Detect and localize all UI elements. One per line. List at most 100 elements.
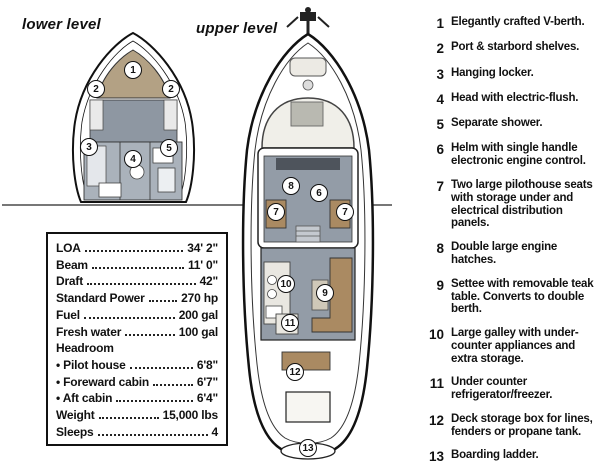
- legend-text: Helm with single handle electronic engin…: [451, 142, 586, 168]
- marker-4: 4: [124, 150, 142, 168]
- marker-5: 5: [160, 139, 178, 157]
- legend-number: 4: [436, 91, 444, 107]
- legend-item-9: 9 Settee with removable teak table. Conv…: [424, 278, 602, 317]
- marker-6: 6: [310, 184, 328, 202]
- marker-3: 3: [80, 138, 98, 156]
- marker-10: 10: [277, 275, 295, 293]
- spec-label: Sleeps: [56, 424, 94, 439]
- legend-item-5: 5 Separate shower.: [424, 117, 602, 132]
- legend-item-6: 6 Helm with single handle electronic eng…: [424, 142, 602, 168]
- legend-text: Settee with removable teak table. Conver…: [451, 277, 594, 316]
- spec-value: 6'7": [196, 374, 218, 389]
- spec-value: 34' 2": [187, 241, 218, 255]
- marker-2-port: 2: [87, 80, 105, 98]
- spec-label: Beam: [56, 257, 88, 272]
- marker-7-port: 7: [267, 203, 285, 221]
- spec-leader-dots: [153, 383, 193, 386]
- spec-label: Fresh water: [56, 324, 122, 339]
- spec-row-beam: Beam 11' 0": [56, 258, 218, 272]
- legend-item-7: 7 Two large pilothouse seats with storag…: [424, 179, 602, 231]
- spec-leader-dots: [91, 266, 184, 269]
- legend-number: 6: [436, 142, 444, 158]
- spec-leader-dots: [87, 283, 196, 286]
- spec-row-pilot-house: • Pilot house 6'8": [56, 358, 218, 372]
- legend-item-13: 13 Boarding ladder.: [424, 449, 602, 464]
- spec-value: 270 hp: [181, 291, 218, 306]
- spec-leader-dots: [148, 300, 178, 303]
- spec-leader-dots: [129, 367, 193, 370]
- legend-text: Two large pilothouse seats with storage …: [451, 178, 593, 230]
- legend-number: 13: [428, 449, 444, 465]
- legend-text: Hanging locker.: [451, 66, 534, 79]
- spec-value: 100 gal: [178, 324, 218, 339]
- legend-number: 1: [436, 16, 444, 31]
- spec-label: Draft: [56, 274, 84, 289]
- spec-label: • Pilot house: [56, 358, 126, 373]
- legend-number: 11: [429, 376, 444, 392]
- legend-number: 7: [436, 178, 444, 194]
- legend-item-4: 4 Head with electric-flush.: [424, 92, 602, 107]
- spec-label: Headroom: [56, 341, 114, 356]
- spec-value: 15,000 lbs: [162, 408, 219, 423]
- marker-9: 9: [316, 284, 334, 302]
- legend-number: 10: [428, 327, 444, 343]
- spec-value: 4: [211, 424, 219, 439]
- lower-level-title: lower level: [22, 16, 101, 33]
- legend-text: Boarding ladder.: [451, 449, 539, 462]
- spec-row-loa: LOA 34' 2": [56, 241, 218, 255]
- spec-leader-dots: [98, 417, 159, 420]
- legend-text: Large galley with under-counter applianc…: [451, 327, 579, 365]
- spec-row-fresh-water: Fresh water 100 gal: [56, 325, 218, 339]
- legend-number: 3: [436, 66, 444, 82]
- spec-label: Standard Power: [56, 291, 145, 306]
- spec-label: Weight: [56, 408, 95, 423]
- spec-row-foreward-cabin: • Foreward cabin 6'7": [56, 375, 218, 389]
- upper-level-boat: [241, 7, 375, 460]
- spec-row-sleeps: Sleeps 4: [56, 425, 218, 439]
- spec-value: 6'4": [196, 391, 218, 406]
- spec-row-draft: Draft 42": [56, 274, 218, 288]
- legend-list: 1 Elegantly crafted V-berth. 2 Port & st…: [424, 16, 602, 464]
- marker-11: 11: [281, 314, 299, 332]
- spec-value: 42": [199, 274, 219, 289]
- legend-item-11: 11 Under counter refrigerator/freezer.: [424, 376, 602, 402]
- legend-item-12: 12 Deck storage box for lines, fenders o…: [424, 413, 602, 439]
- spec-row-aft-cabin: • Aft cabin 6'4": [56, 391, 218, 405]
- lower-level-boat: [71, 31, 196, 203]
- legend-text: Elegantly crafted V-berth.: [451, 16, 585, 28]
- spec-value: 11' 0": [187, 257, 218, 272]
- legend-number: 12: [428, 412, 444, 428]
- spec-leader-dots: [84, 250, 184, 252]
- spec-label: LOA: [56, 241, 81, 255]
- legend-item-2: 2 Port & starbord shelves.: [424, 41, 602, 56]
- spec-value: 200 gal: [178, 307, 218, 322]
- spec-leader-dots: [83, 316, 175, 319]
- legend-item-8: 8 Double large engine hatches.: [424, 241, 602, 267]
- spec-label: • Aft cabin: [56, 391, 113, 406]
- spec-row-headroom: Headroom: [56, 341, 218, 355]
- legend-number: 5: [436, 117, 444, 133]
- legend-number: 2: [436, 41, 444, 57]
- legend-item-3: 3 Hanging locker.: [424, 67, 602, 82]
- marker-2-starboard: 2: [162, 80, 180, 98]
- legend-item-1: 1 Elegantly crafted V-berth.: [424, 16, 602, 31]
- spec-row-standard-power: Standard Power 270 hp: [56, 291, 218, 305]
- marker-7-starboard: 7: [336, 203, 354, 221]
- upper-level-title: upper level: [196, 20, 278, 37]
- legend-text: Head with electric-flush.: [451, 91, 579, 104]
- spec-leader-dots: [116, 400, 193, 403]
- spec-label: • Foreward cabin: [56, 374, 150, 389]
- spec-row-weight: Weight 15,000 lbs: [56, 408, 218, 422]
- legend-number: 8: [436, 241, 444, 257]
- specs-table: LOA 34' 2" Beam 11' 0" Draft 42" Standar…: [46, 232, 228, 446]
- marker-1: 1: [124, 61, 142, 79]
- legend-text: Port & starbord shelves.: [451, 41, 580, 54]
- legend-text: Under counter refrigerator/freezer.: [451, 376, 553, 402]
- marker-8: 8: [282, 177, 300, 195]
- legend-number: 9: [436, 277, 444, 293]
- spec-leader-dots: [97, 433, 208, 436]
- spec-leader-dots: [125, 333, 175, 336]
- spec-label: Fuel: [56, 307, 80, 322]
